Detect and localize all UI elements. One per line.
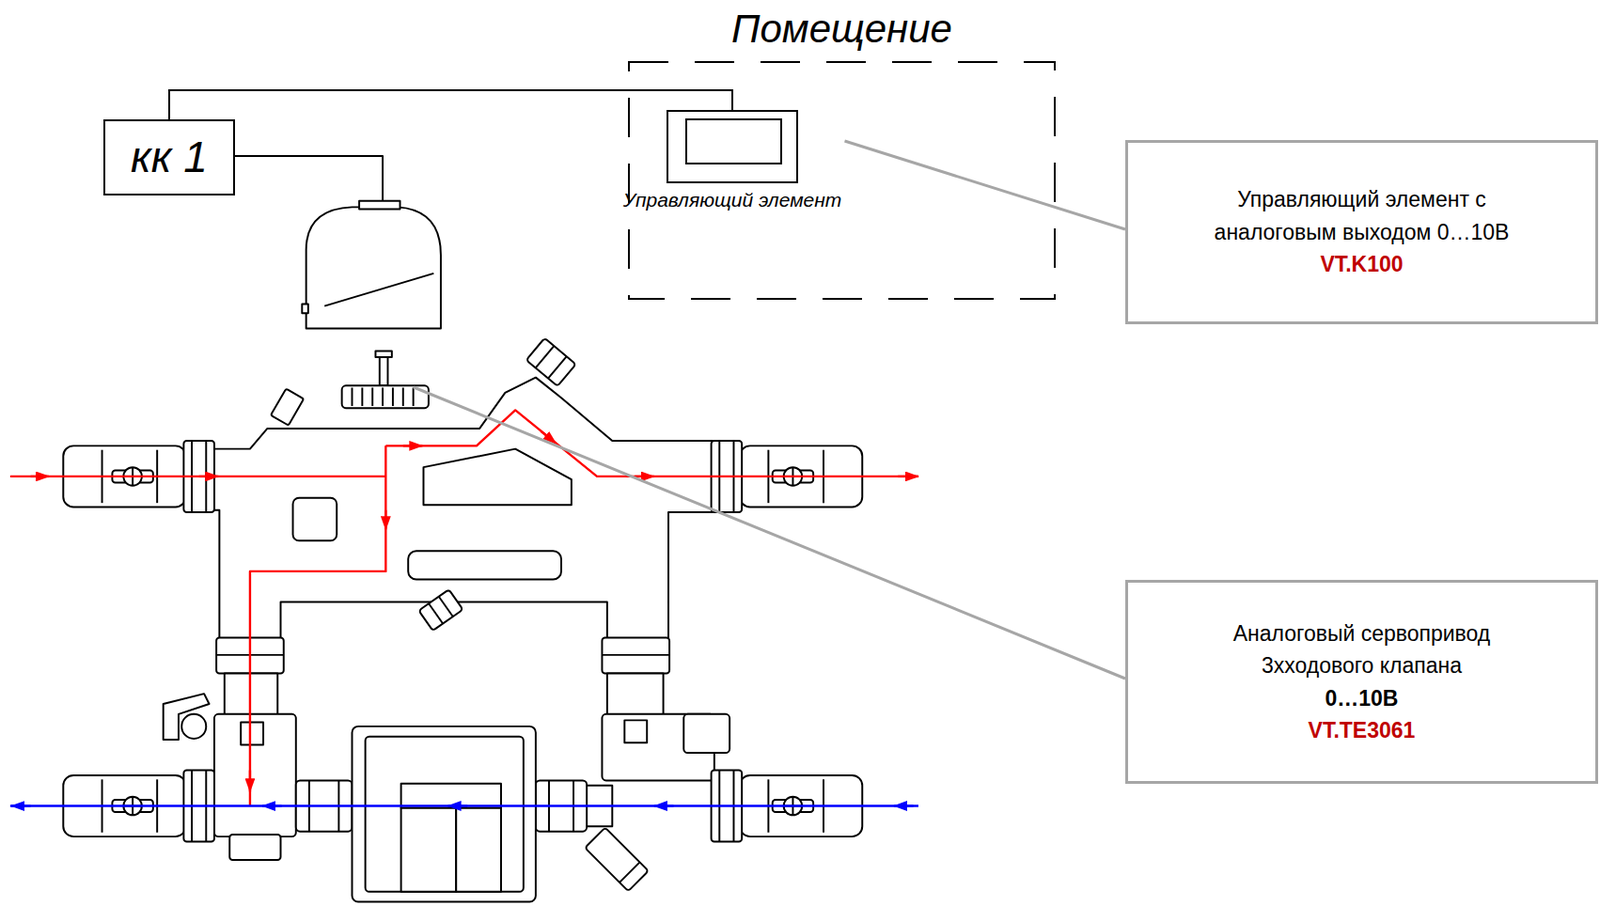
manifold-body xyxy=(423,449,571,506)
supply-flow xyxy=(250,445,386,806)
lower-left-fitting xyxy=(229,834,281,861)
strainer xyxy=(619,862,640,882)
air-vent-stub xyxy=(270,389,304,426)
balancing-valve xyxy=(535,345,555,368)
manifold-body xyxy=(293,498,338,542)
supply-flow xyxy=(897,475,919,478)
lower-right-fitting xyxy=(581,673,730,827)
thermostatic-head xyxy=(412,387,415,407)
strainer xyxy=(584,828,649,893)
union-nut xyxy=(601,654,670,657)
manifold-body xyxy=(214,377,713,644)
thermostatic-head xyxy=(375,350,392,358)
ball-valve xyxy=(62,440,863,843)
bypass-valve xyxy=(418,589,463,631)
return-flow xyxy=(10,804,919,807)
supply-flow xyxy=(31,475,50,478)
balancing-valve xyxy=(548,356,567,378)
leader-line xyxy=(845,141,1127,230)
thermostatic-head xyxy=(392,387,394,407)
supply-flow xyxy=(199,475,220,478)
thermostatic-head xyxy=(402,387,405,407)
controller-label: кк 1 xyxy=(130,133,208,182)
circulation-pump xyxy=(401,784,502,809)
model-code: VT.K100 xyxy=(1319,248,1403,282)
return-flow xyxy=(894,804,914,807)
callout-text: Аналоговый сервопривод 3хходового клапан… xyxy=(1216,617,1508,683)
lower-right-fitting xyxy=(624,720,647,743)
servo-actuator xyxy=(324,273,434,307)
leader-line xyxy=(413,387,1126,679)
room-label: Помещение xyxy=(627,7,1056,51)
panel-housing xyxy=(667,110,798,183)
return-flow xyxy=(11,804,32,807)
servo-actuator xyxy=(359,201,400,210)
supply-flow xyxy=(385,409,919,477)
supply-flow xyxy=(384,510,387,531)
signal-wire xyxy=(169,90,733,120)
supply-flow xyxy=(403,444,424,447)
supply-flow xyxy=(10,409,919,806)
lower-right-fitting xyxy=(683,714,730,753)
strainer xyxy=(584,828,649,893)
circulation-pump xyxy=(365,737,524,893)
bypass-valve xyxy=(428,603,443,624)
bypass-valve xyxy=(418,589,463,631)
return-flow xyxy=(448,804,469,807)
thermostatic-head xyxy=(379,357,389,386)
circulation-pump xyxy=(296,726,587,903)
supply-flow xyxy=(10,475,386,478)
thermostatic-head xyxy=(360,387,363,407)
supply-flow xyxy=(634,475,655,478)
manifold-body xyxy=(407,550,562,580)
servo-actuator xyxy=(301,201,441,330)
air-vent-stub xyxy=(270,389,304,426)
return-flow xyxy=(10,804,919,807)
circulation-pump xyxy=(351,726,535,903)
callout-text: Управляющий элемент с аналоговым выходом… xyxy=(1207,183,1518,249)
thermostatic-head xyxy=(351,387,354,407)
lower-left-fitting xyxy=(181,714,206,739)
lower-left-fitting xyxy=(214,714,297,837)
model-code: VT.TE3061 xyxy=(1308,714,1416,748)
servo-actuator xyxy=(306,206,441,329)
callout-box: Аналоговый сервопривод 3хходового клапан… xyxy=(1125,580,1599,785)
circulation-pump xyxy=(401,808,457,893)
hydraulic-unit-drawing xyxy=(10,156,919,903)
lower-left-fitting xyxy=(163,693,210,740)
device-label: Управляющий элемент xyxy=(620,188,846,211)
signal-range: 0…10В xyxy=(1325,682,1399,716)
control-wire xyxy=(235,156,383,204)
balancing-valve xyxy=(526,338,577,387)
union-nut xyxy=(601,637,670,674)
control-wire xyxy=(235,156,383,204)
bypass-valve xyxy=(439,596,454,617)
balancing-valve xyxy=(526,338,577,387)
panel-screen xyxy=(686,119,782,164)
servo-actuator xyxy=(301,303,309,314)
room-boundary xyxy=(628,62,1055,299)
lower-left-fitting xyxy=(240,722,264,746)
union-nut xyxy=(216,637,670,674)
callout-box: Управляющий элемент с аналоговым выходом… xyxy=(1125,140,1599,325)
thermostatic-head xyxy=(381,387,384,407)
thermostatic-head xyxy=(371,387,374,407)
manifold-body xyxy=(214,377,713,644)
thermostatic-head xyxy=(342,350,429,408)
circulation-pump xyxy=(455,808,502,893)
supply-flow xyxy=(249,770,251,793)
controller-box: кк 1 xyxy=(103,119,236,196)
return-flow xyxy=(654,804,675,807)
room-zone: ПомещениеУправляющий элемент xyxy=(627,7,1056,300)
lower-right-fitting xyxy=(607,673,664,717)
control-panel-icon xyxy=(666,109,799,184)
control-element: Управляющий элемент xyxy=(620,109,846,211)
return-flow xyxy=(262,804,283,807)
